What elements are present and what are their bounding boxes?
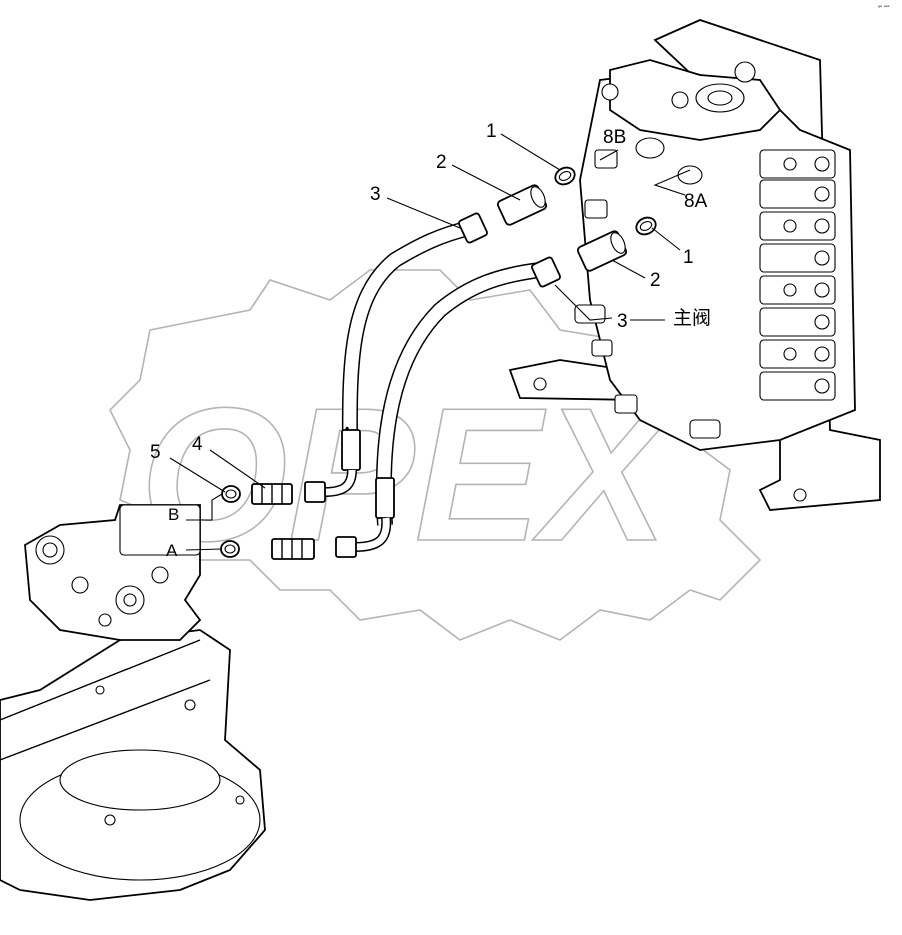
port-label-b: B bbox=[168, 505, 179, 524]
fitting-4-a bbox=[271, 538, 315, 560]
callout-2-upper: 2 bbox=[436, 152, 447, 173]
hose-upper-nut-lower bbox=[304, 481, 326, 503]
o-ring-5-a bbox=[220, 540, 240, 558]
hose-upper bbox=[304, 212, 488, 503]
valve-spool-sections bbox=[759, 149, 836, 401]
swing-motor bbox=[0, 504, 266, 901]
hose-lower bbox=[335, 256, 561, 558]
port-8a-boss bbox=[677, 165, 703, 185]
hose-lower-nut-lower bbox=[335, 536, 357, 558]
callout-8a: 8A bbox=[684, 191, 708, 212]
callout-4: 4 bbox=[192, 434, 203, 455]
leader-lines bbox=[169, 133, 691, 551]
callout-1-upper: 1 bbox=[486, 121, 497, 142]
o-ring-upper-1 bbox=[554, 166, 576, 186]
callout-5: 5 bbox=[150, 442, 161, 463]
port-8b-boss bbox=[635, 137, 665, 159]
main-valve-label: 主阀 bbox=[673, 307, 711, 329]
fitting-upper-2 bbox=[496, 184, 548, 226]
callout-8b: 8B bbox=[603, 127, 626, 148]
port-label-a: A bbox=[166, 541, 178, 560]
callout-3-mid: 3 bbox=[617, 311, 628, 332]
callout-2-mid: 2 bbox=[650, 270, 661, 291]
callout-3-upper: 3 bbox=[370, 184, 381, 205]
main-valve-assembly bbox=[508, 19, 881, 511]
hose-upper-nut-upper bbox=[458, 212, 488, 244]
fitting-4-b bbox=[251, 483, 293, 505]
o-ring-5-b bbox=[221, 485, 241, 503]
fitting-mid-2 bbox=[576, 230, 628, 272]
o-ring-mid-1 bbox=[635, 216, 657, 236]
corner-mark: ᵍᵉ ᵃᵃᵃ bbox=[878, 5, 890, 11]
callout-1-mid: 1 bbox=[683, 247, 694, 268]
hose-lower-nut-upper bbox=[531, 256, 561, 288]
